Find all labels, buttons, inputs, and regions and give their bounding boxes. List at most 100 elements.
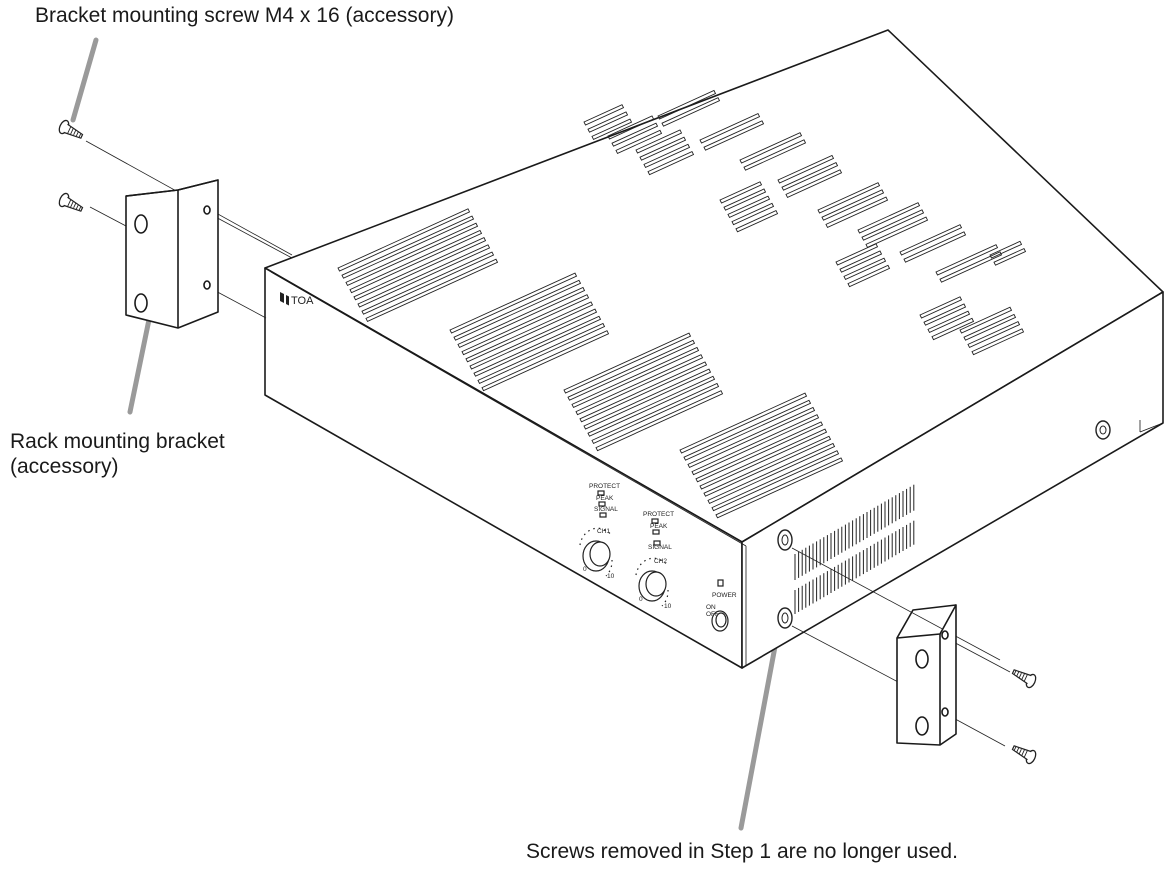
vent-slot (683, 399, 812, 461)
leader-bracket-screw (70, 37, 99, 123)
vent-slot (353, 237, 487, 301)
vent-slot (825, 196, 889, 228)
vent-slot (699, 113, 761, 144)
vent-slot (591, 382, 720, 444)
off-label: OFF (706, 611, 719, 618)
vent-slot (477, 322, 606, 384)
screw-icon (56, 118, 86, 143)
top-vents (337, 89, 1027, 519)
vent-slot (465, 301, 594, 363)
vent-slot (993, 247, 1027, 266)
leader-lines (70, 37, 783, 831)
front-panel-text: TOA PROTECT PEAK SIGNAL CH1 0 10 PROTECT… (291, 295, 737, 618)
screws-removed-label: Screws removed in Step 1 are no longer u… (526, 840, 958, 863)
vent-slot (365, 258, 499, 322)
vent-slot (563, 332, 692, 394)
vent-slot (739, 132, 803, 164)
on-label: ON (706, 604, 716, 611)
ch2-signal-led (653, 540, 661, 546)
vent-slot (777, 154, 835, 184)
vent-slot (781, 162, 839, 191)
ch1-peak-label: PEAK (596, 495, 614, 502)
vent-slot (469, 308, 598, 370)
vent-slot (615, 129, 663, 154)
vent-slot (927, 310, 971, 333)
vent-slot (657, 89, 717, 120)
vent-slot (575, 354, 704, 416)
vent-slot (719, 181, 763, 204)
vent-slot (971, 328, 1025, 356)
leader-rack-bracket (127, 302, 155, 415)
vent-slot (967, 321, 1021, 348)
power-label: POWER (712, 592, 737, 599)
vent-slot (583, 368, 712, 430)
vent-slot (679, 392, 808, 454)
vent-slot (723, 188, 767, 211)
ch2-signal-label: SIGNAL (648, 544, 672, 551)
vent-slot (591, 118, 633, 140)
vent-slot (703, 120, 765, 151)
vent-slot (687, 406, 816, 468)
ch1-signal-led (599, 512, 607, 518)
vent-slot (821, 189, 885, 221)
toa-logo-mark (280, 292, 289, 306)
vent-slot (695, 421, 824, 483)
vent-slot (643, 143, 691, 168)
ch2-protect-label: PROTECT (643, 511, 674, 518)
vent-slot (635, 129, 683, 154)
vent-slot (735, 210, 779, 233)
ch2-peak-label: PEAK (650, 523, 668, 530)
screw-icon (1009, 741, 1039, 766)
vent-slot (341, 215, 475, 279)
vent-slot (607, 115, 655, 140)
vent-slot (939, 251, 1003, 283)
vent-slot (817, 182, 881, 214)
rack-bracket-label-line2: (accessory) (10, 455, 119, 478)
vent-slot (843, 257, 887, 280)
vent-slot (639, 136, 687, 161)
vent-slot (861, 209, 925, 241)
vent-slot (361, 251, 495, 315)
screw-icon (56, 191, 86, 216)
vent-slot (579, 361, 708, 423)
vent-slot (583, 104, 625, 126)
side-screw-holes (777, 420, 1111, 629)
vent-slot (611, 122, 659, 147)
vent-slot (839, 250, 883, 273)
vent-slot (349, 229, 483, 294)
ch1-signal-label: SIGNAL (594, 506, 618, 513)
ch2-min-label: 0 (639, 596, 643, 603)
vent-slot (457, 286, 586, 348)
vent-slot (571, 346, 700, 408)
vent-slot (835, 243, 879, 266)
leader-screws-removed (738, 617, 783, 831)
vent-slot (707, 442, 836, 504)
vent-slot (647, 150, 695, 176)
right-rack-bracket (896, 604, 957, 746)
vent-slot (453, 279, 582, 341)
vent-slot (919, 296, 963, 319)
vent-slot (923, 303, 967, 326)
vent-slot (595, 390, 724, 452)
ch1-protect-label: PROTECT (589, 483, 620, 490)
vent-slot (711, 450, 840, 512)
vent-slot (785, 169, 843, 198)
rack-bracket-label-line1: Rack mounting bracket (10, 430, 225, 453)
vent-slot (691, 414, 820, 476)
vent-slot (587, 111, 629, 133)
vent-slot (899, 224, 963, 256)
vent-slot (865, 216, 929, 248)
vent-slot (857, 202, 921, 234)
vent-slot (337, 208, 471, 272)
ch1-peak-led (598, 501, 606, 507)
ch1-name-label: CH1 (597, 528, 610, 535)
ch2-protect-led (651, 518, 659, 524)
vent-slot (935, 244, 999, 276)
front-controls (280, 292, 729, 632)
vent-slot (661, 97, 721, 127)
vent-slot (357, 244, 491, 308)
vent-slot (699, 428, 828, 490)
ch1-max-label: 10 (607, 573, 615, 580)
ch1-min-label: 0 (583, 566, 587, 573)
